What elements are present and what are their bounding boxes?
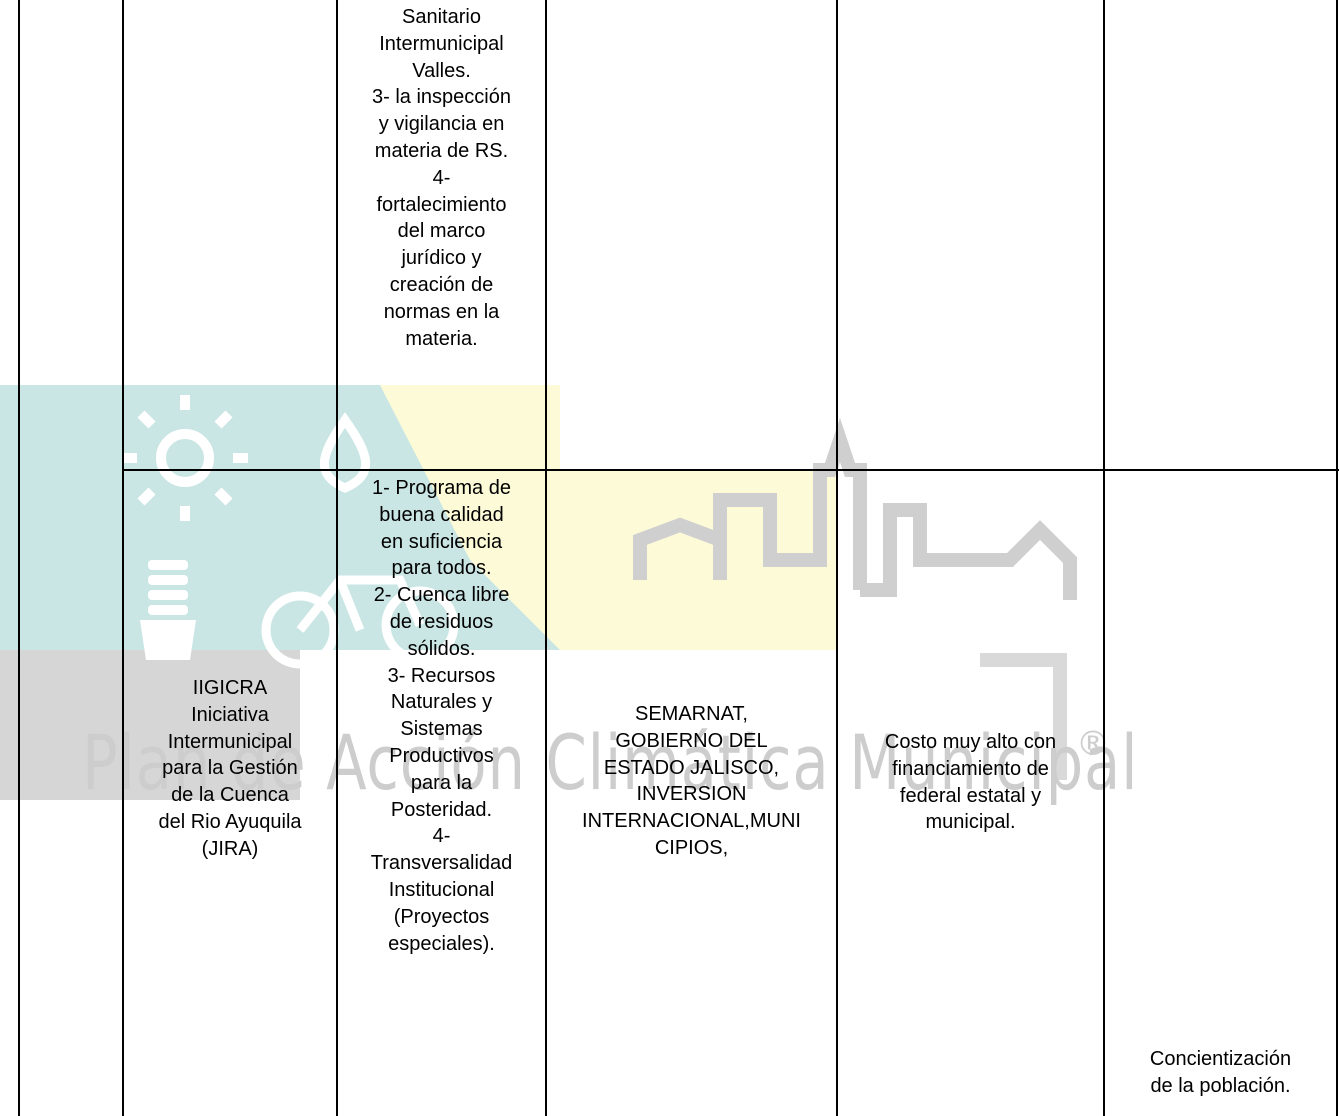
watermark-text: Plan de Acción Climática Municipal xyxy=(82,718,1139,807)
table-border-right xyxy=(1336,0,1338,1116)
bicycle-icon xyxy=(261,575,459,669)
table-border-col2 xyxy=(336,0,338,1116)
table-row-divider xyxy=(122,469,1339,471)
row2-initiative-cell: IIGICRA Iniciativa Intermunicipal para l… xyxy=(158,677,302,860)
table-border-col4 xyxy=(836,0,838,1116)
row2-notes-cell: Concientización de la población. xyxy=(1149,1048,1292,1097)
row2-cost-cell: Costo muy alto con financiamiento de fed… xyxy=(884,731,1057,834)
table-border-col5 xyxy=(1103,0,1105,1116)
row1-actions-cell: Sanitario Intermunicipal Valles. 3- la i… xyxy=(372,6,511,350)
table-border-left xyxy=(18,0,20,1116)
table-border-col1 xyxy=(122,0,124,1116)
row2-funding-cell: SEMARNAT, GOBIERNO DEL ESTADO JALISCO, I… xyxy=(582,703,801,859)
table-border-col3 xyxy=(545,0,547,1116)
sun-icon xyxy=(122,395,248,521)
water-drop-icon xyxy=(319,412,371,493)
bulb-icon xyxy=(140,560,196,660)
row2-actions-cell: 1- Programa de buena calidad en suficien… xyxy=(370,477,513,955)
